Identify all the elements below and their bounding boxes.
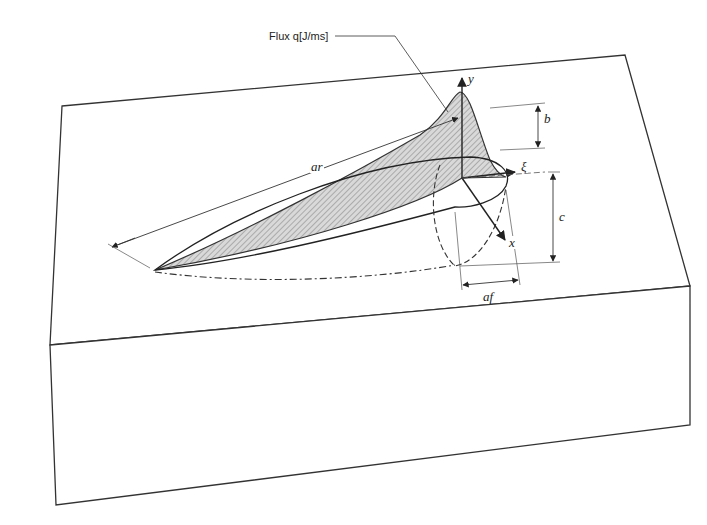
- flux-distribution: [155, 92, 506, 270]
- extension-line: [500, 148, 545, 150]
- ar-arrow: [372, 118, 458, 150]
- cross-section: [433, 165, 506, 266]
- dimension-label: c: [558, 210, 566, 223]
- dimension-label: b: [543, 112, 552, 125]
- surface-ellipse: [155, 157, 508, 270]
- flux-label: Flux q[J/ms]: [268, 30, 329, 43]
- axis-extension: [462, 172, 545, 178]
- axis-label: y: [467, 72, 475, 85]
- extension-line: [460, 262, 560, 266]
- extension-line: [108, 244, 150, 268]
- extension-line: [548, 172, 560, 173]
- axis-label: x: [508, 236, 516, 249]
- af-dimension: [463, 280, 518, 285]
- leader-line: [335, 36, 448, 112]
- dimension-label: af: [482, 290, 494, 303]
- ar-dimension: [112, 150, 372, 247]
- axis-label: ξ: [520, 160, 528, 173]
- y-axis: [461, 78, 462, 178]
- c-dimension: [553, 174, 554, 261]
- extension-line: [506, 190, 520, 285]
- x-axis: [462, 178, 505, 240]
- extension-line: [455, 212, 462, 290]
- block-front-face: [50, 286, 690, 505]
- dimension-label: ar: [310, 160, 324, 173]
- b-dimension: [538, 106, 539, 147]
- depth-curve: [155, 265, 455, 279]
- ar-arrow: [112, 238, 135, 247]
- extension-line: [490, 103, 545, 108]
